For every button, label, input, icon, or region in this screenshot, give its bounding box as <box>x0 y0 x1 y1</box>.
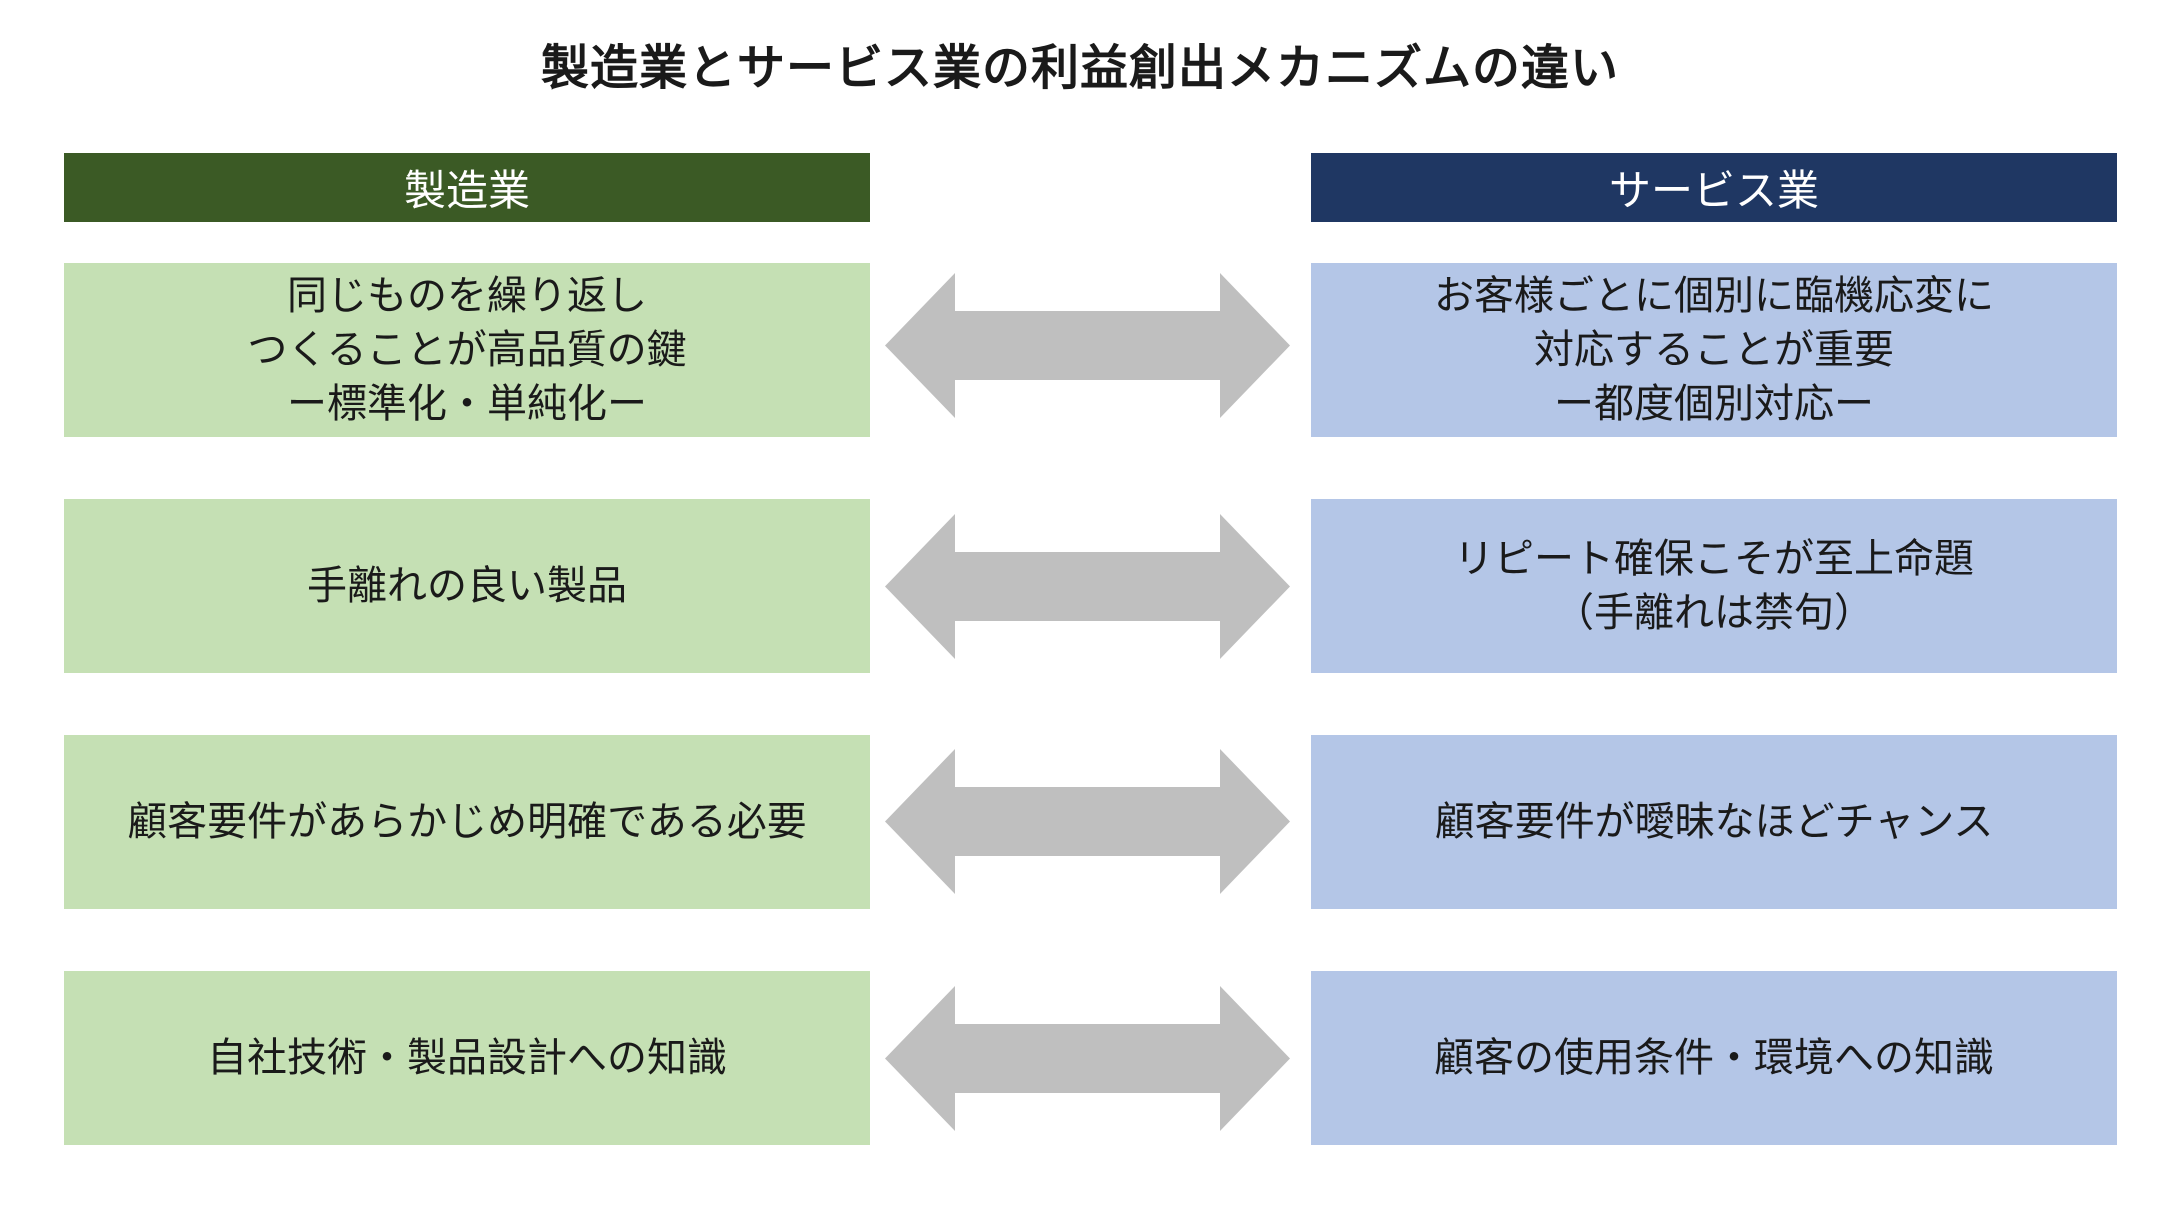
double-arrow-shape <box>885 273 1290 418</box>
service-box-3: 顧客要件が曖昧なほどチャンス <box>1311 735 2117 909</box>
double-arrow-icon <box>885 273 1290 418</box>
double-arrow-icon <box>885 514 1290 659</box>
header-service: サービス業 <box>1311 153 2117 222</box>
service-box-4-text: 顧客の使用条件・環境への知識 <box>1434 1035 1994 1081</box>
manufacturing-box-3: 顧客要件があらかじめ明確である必要 <box>64 735 870 909</box>
double-arrow-shape <box>885 514 1290 659</box>
service-box-2-text: リピート確保こそが至上命題 （手離れは禁句） <box>1454 536 1974 636</box>
service-box-4: 顧客の使用条件・環境への知識 <box>1311 971 2117 1145</box>
double-arrow-icon <box>885 749 1290 894</box>
header-manufacturing: 製造業 <box>64 153 870 222</box>
service-box-2: リピート確保こそが至上命題 （手離れは禁句） <box>1311 499 2117 673</box>
double-arrow-shape <box>885 986 1290 1131</box>
manufacturing-box-1-text: 同じものを繰り返し つくることが高品質の鍵 ー標準化・単純化ー <box>247 273 687 427</box>
manufacturing-box-2-text: 手離れの良い製品 <box>307 563 627 609</box>
service-box-1: お客様ごとに個別に臨機応変に 対応することが重要 ー都度個別対応ー <box>1311 263 2117 437</box>
manufacturing-box-2: 手離れの良い製品 <box>64 499 870 673</box>
manufacturing-box-4-text: 自社技術・製品設計への知識 <box>207 1035 727 1081</box>
double-arrow-shape <box>885 749 1290 894</box>
manufacturing-box-1: 同じものを繰り返し つくることが高品質の鍵 ー標準化・単純化ー <box>64 263 870 437</box>
manufacturing-box-3-text: 顧客要件があらかじめ明確である必要 <box>127 799 807 845</box>
service-box-1-text: お客様ごとに個別に臨機応変に 対応することが重要 ー都度個別対応ー <box>1434 273 1994 427</box>
manufacturing-box-4: 自社技術・製品設計への知識 <box>64 971 870 1145</box>
diagram-title: 製造業とサービス業の利益創出メカニズムの違い <box>540 40 1619 96</box>
double-arrow-icon <box>885 986 1290 1131</box>
service-box-3-text: 顧客要件が曖昧なほどチャンス <box>1434 799 1994 845</box>
